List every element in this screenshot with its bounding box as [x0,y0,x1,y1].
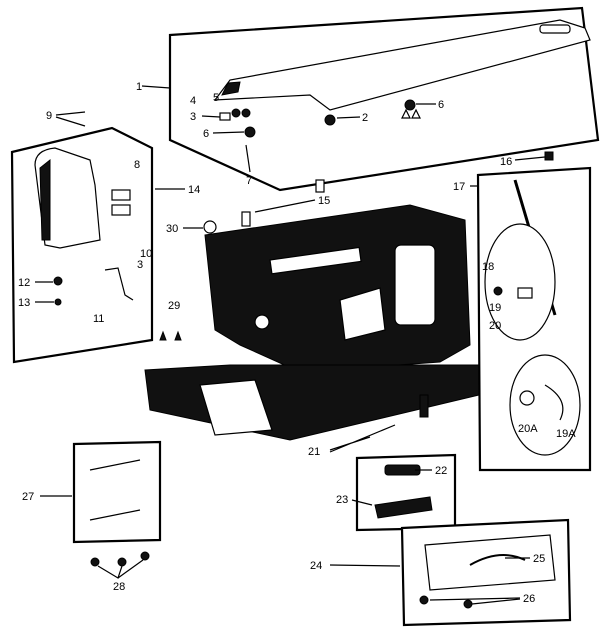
callout-27: 27 [22,491,34,503]
callout-9: 9 [46,110,52,122]
callout-26: 26 [523,593,535,605]
callout-7: 7 [246,175,252,187]
callout-24: 24 [310,560,322,572]
callout-4: 4 [190,95,196,107]
callout-3-left: 3 [137,259,143,271]
callout-15: 15 [318,195,330,207]
callout-29: 29 [168,300,180,312]
callout-12: 12 [18,277,30,289]
callout-20A: 20A [518,423,538,435]
callout-20: 20 [489,320,501,332]
bottom-plate-panel [400,518,572,627]
callout-10: 10 [140,248,152,260]
callout-22: 22 [435,465,447,477]
callout-17: 17 [453,181,465,193]
callout-6: 6 [203,128,209,140]
callout-28: 28 [113,581,125,593]
face-cover-panel [10,126,154,364]
callout-11: 11 [93,313,104,325]
callout-14: 14 [188,184,200,196]
callout-16: 16 [500,156,512,168]
callout-21: 21 [308,446,320,458]
bed-plate-panel [72,440,162,567]
callout-19: 19 [489,302,501,314]
callout-19A: 19A [556,428,576,440]
callout-23: 23 [336,494,348,506]
top-cover-panel [168,6,600,192]
callout-18: 18 [482,261,494,273]
callout-5: 5 [213,92,219,104]
callout-1: 1 [136,81,142,93]
callout-13: 13 [18,297,30,309]
callout-25: 25 [533,553,545,565]
callout-30: 30 [166,223,178,235]
callout-6-right: 6 [438,99,444,111]
callout-8: 8 [134,159,140,171]
callout-2: 2 [362,112,368,124]
bobbin-winder-panel [476,166,592,472]
machine-head [144,179,501,441]
callout-3: 3 [190,111,196,123]
